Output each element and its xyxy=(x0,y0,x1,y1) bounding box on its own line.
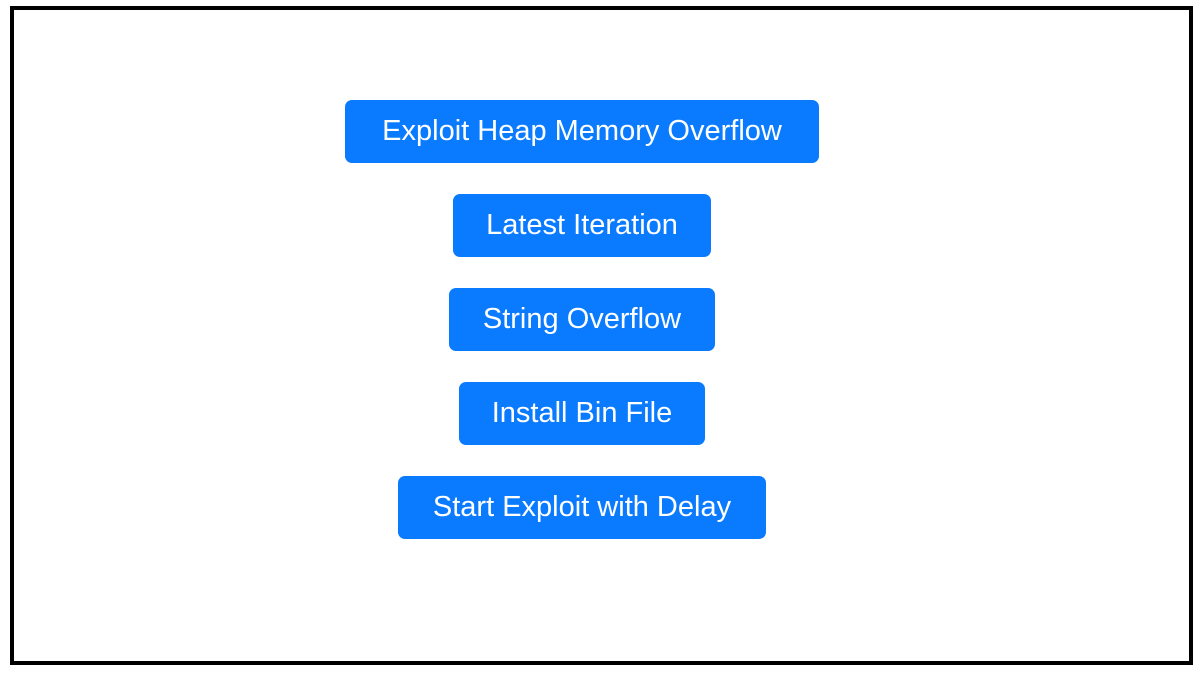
latest-iteration-button[interactable]: Latest Iteration xyxy=(453,194,711,257)
app-frame: Exploit Heap Memory Overflow Latest Iter… xyxy=(10,6,1193,665)
exploit-heap-overflow-button[interactable]: Exploit Heap Memory Overflow xyxy=(345,100,819,163)
install-bin-file-button[interactable]: Install Bin File xyxy=(459,382,705,445)
string-overflow-button[interactable]: String Overflow xyxy=(449,288,715,351)
start-exploit-delay-button[interactable]: Start Exploit with Delay xyxy=(398,476,766,539)
